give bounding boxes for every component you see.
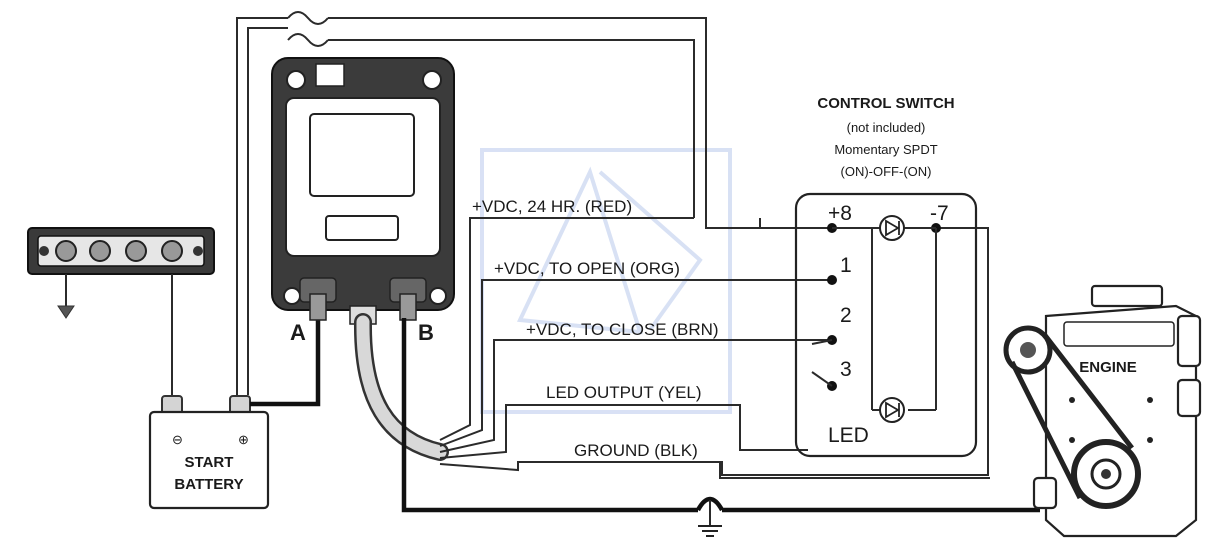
terminal-2-label: 2 xyxy=(840,304,852,327)
start-battery: ⊖ ⊕ START BATTERY xyxy=(148,395,270,510)
terminal-1-label: 1 xyxy=(840,254,852,277)
ground-bus-bar xyxy=(27,227,215,395)
black-wire-label: GROUND (BLK) xyxy=(574,441,698,460)
red-wire-label: +VDC, 24 HR. (RED) xyxy=(472,197,632,216)
harness-wires xyxy=(439,217,990,479)
terminal-1-dot xyxy=(827,275,837,285)
battery-plus-icon: ⊕ xyxy=(238,432,249,447)
chassis-ground-icon xyxy=(698,500,722,537)
terminal-3-label: 3 xyxy=(840,358,852,381)
terminal-b-label: B xyxy=(418,320,434,345)
control-switch-title: CONTROL SWITCH xyxy=(817,95,954,112)
battery-switch-relay: A B xyxy=(271,57,455,345)
engine: ENGINE xyxy=(1003,284,1202,538)
battery-to-a-cable xyxy=(250,318,321,407)
pos-terminal-label: +8 xyxy=(828,202,852,225)
led-bottom-icon xyxy=(879,397,905,423)
yellow-wire-label: LED OUTPUT (YEL) xyxy=(546,383,702,402)
terminal-a-label: A xyxy=(290,320,306,345)
battery-label-line2: BATTERY xyxy=(174,476,243,493)
battery-label-line1: START xyxy=(185,454,234,471)
led-top-icon xyxy=(879,215,905,241)
led-label: LED xyxy=(828,424,869,447)
brown-wire-label: +VDC, TO CLOSE (BRN) xyxy=(526,320,719,339)
orange-wire-label: +VDC, TO OPEN (ORG) xyxy=(494,259,680,278)
control-switch-mode: (ON)-OFF-(ON) xyxy=(841,164,932,179)
engine-label: ENGINE xyxy=(1079,359,1137,376)
control-harness xyxy=(356,315,447,459)
battery-minus-icon: ⊖ xyxy=(172,432,183,447)
control-switch: +8 -7 1 2 3 LED xyxy=(794,192,978,458)
neg-terminal-label: -7 xyxy=(930,202,949,225)
control-switch-note: (not included) xyxy=(847,120,926,135)
control-switch-type: Momentary SPDT xyxy=(834,142,937,157)
b-to-engine-cable xyxy=(401,318,698,513)
fused-supply-wire xyxy=(236,11,832,395)
